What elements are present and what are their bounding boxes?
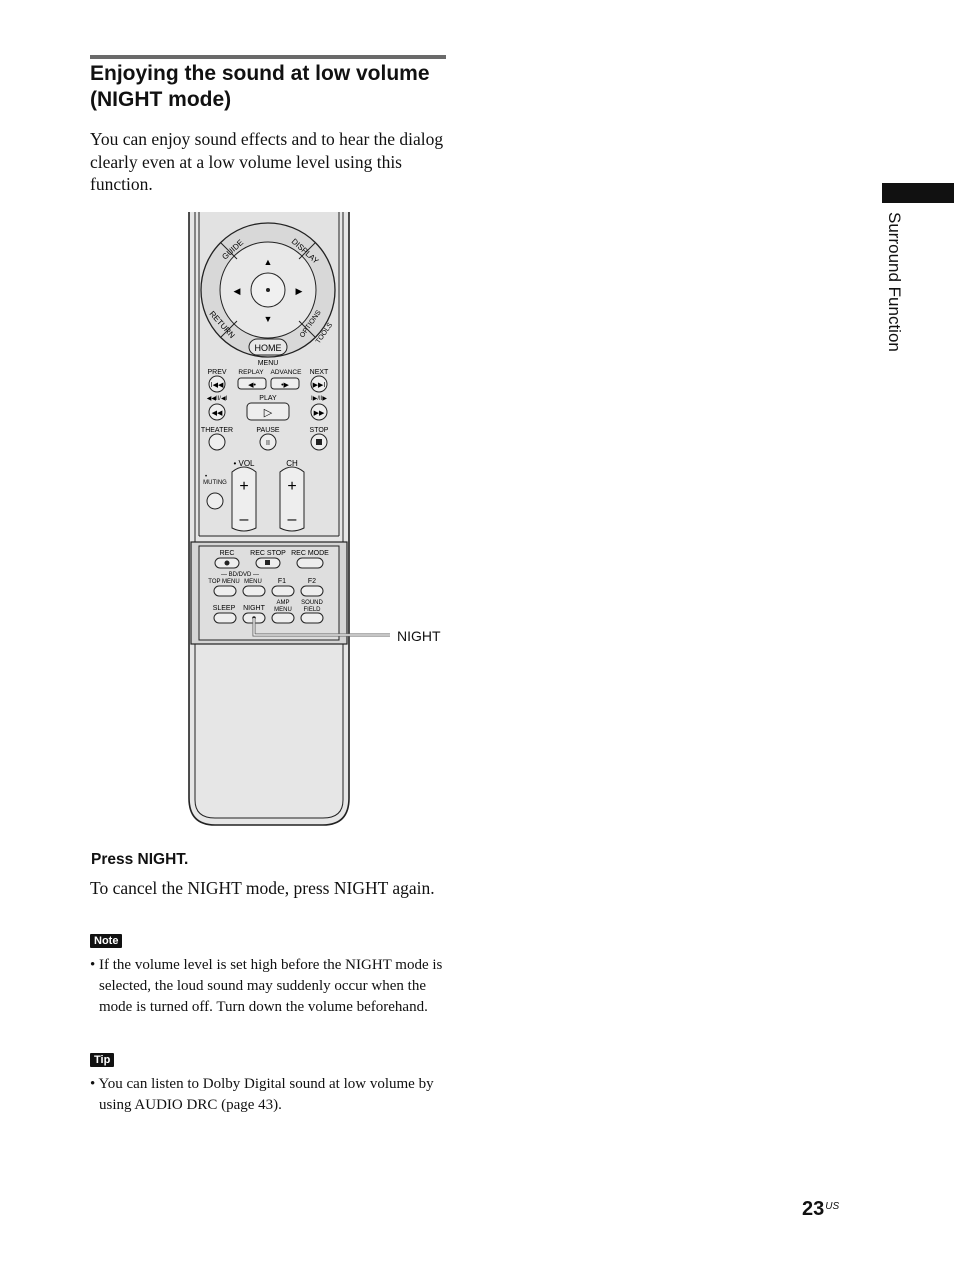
f2-button [300, 585, 324, 597]
muting-button [206, 492, 224, 510]
pause-button [259, 433, 277, 451]
svg-text:I▶/II▶: I▶/II▶ [311, 396, 327, 402]
svg-text:–: – [288, 511, 297, 528]
svg-text:•▶: •▶ [281, 382, 289, 389]
right-arrow-icon: ▶ [296, 286, 303, 296]
page-number-value: 23 [802, 1198, 825, 1220]
svg-text:•: • [205, 474, 207, 480]
svg-text:REC: REC [220, 550, 235, 557]
svg-text:REPLAY: REPLAY [238, 369, 264, 376]
left-arrow-icon: ◀ [234, 286, 241, 296]
replay-button [237, 377, 267, 390]
svg-text:▷: ▷ [264, 407, 273, 419]
side-tab: Surround Function [878, 212, 918, 412]
menu-label: MENU [258, 360, 279, 367]
sound-field-button [300, 612, 324, 624]
svg-text:STOP: STOP [310, 427, 329, 434]
theater-button [208, 433, 226, 451]
home-button [248, 338, 288, 356]
svg-text:NEXT: NEXT [310, 369, 329, 376]
svg-text:NIGHT: NIGHT [243, 605, 266, 612]
svg-text:MUTING: MUTING [203, 480, 227, 486]
svg-text:PREV: PREV [207, 369, 226, 376]
svg-text:◀•: ◀• [248, 382, 256, 389]
channel-rocker [279, 466, 305, 532]
svg-text:◀◀II/◀I: ◀◀II/◀I [207, 396, 228, 402]
svg-text:PLAY: PLAY [259, 395, 277, 402]
side-tab-label: Surround Function [885, 212, 904, 352]
svg-text:SOUND: SOUND [301, 600, 323, 606]
tip-badge: Tip [90, 1053, 115, 1067]
svg-text:+: + [287, 478, 296, 495]
svg-text:PAUSE: PAUSE [256, 427, 280, 434]
volume-rocker [231, 466, 257, 532]
svg-text:▶▶I: ▶▶I [313, 382, 326, 389]
top-menu-button [213, 585, 237, 597]
page-number: 23US [802, 1198, 839, 1221]
svg-text:• VOL: • VOL [233, 459, 255, 468]
svg-text:FIELD: FIELD [303, 607, 321, 613]
sleep-button [213, 612, 237, 624]
intro-paragraph: You can enjoy sound effects and to hear … [90, 129, 444, 194]
next-button [310, 375, 328, 393]
svg-text:MENU: MENU [244, 579, 262, 585]
svg-text:◀◀: ◀◀ [212, 410, 223, 417]
svg-text:ADVANCE: ADVANCE [271, 369, 303, 376]
page-number-suffix: US [825, 1201, 840, 1212]
play-button [246, 402, 290, 421]
section-title: Enjoying the sound at low volume (NIGHT … [90, 62, 430, 111]
note-badge: Note [90, 934, 123, 948]
step-heading: Press NIGHT. [91, 851, 189, 868]
up-arrow-icon: ▲ [264, 257, 273, 267]
advance-button [270, 377, 300, 390]
down-arrow-icon: ▼ [264, 314, 273, 324]
svg-text:F2: F2 [308, 578, 316, 585]
prev-button [208, 375, 226, 393]
svg-text:–: – [240, 511, 249, 528]
svg-text:AMP: AMP [276, 600, 289, 606]
tip-text: • You can listen to Dolby Digital sound … [90, 1076, 434, 1113]
home-label: HOME [255, 343, 282, 353]
svg-text:REC MODE: REC MODE [291, 550, 329, 557]
svg-text:MENU: MENU [274, 607, 292, 613]
fast-forward-button [310, 403, 328, 421]
svg-text:REC STOP: REC STOP [250, 550, 286, 557]
svg-text:▶▶: ▶▶ [314, 410, 325, 417]
svg-text:THEATER: THEATER [201, 427, 233, 434]
rec-mode-button [296, 557, 324, 569]
night-callout-label: NIGHT [397, 628, 441, 644]
note-text: • If the volume level is set high before… [90, 957, 443, 1015]
svg-text:I◀◀: I◀◀ [211, 382, 224, 389]
amp-menu-button [271, 612, 295, 624]
svg-text:SLEEP: SLEEP [213, 605, 236, 612]
f1-button [271, 585, 295, 597]
side-tab-marker [882, 183, 954, 203]
step-body: To cancel the NIGHT mode, press NIGHT ag… [90, 878, 435, 898]
svg-text:CH: CH [286, 459, 298, 468]
svg-text:TOP MENU: TOP MENU [208, 579, 239, 585]
svg-text:+: + [239, 478, 248, 495]
menu-button [242, 585, 266, 597]
svg-text:— BD/DVD —: — BD/DVD — [221, 572, 259, 578]
section-rule [90, 55, 446, 59]
remote-illustration: ▲ ▼ ◀ ▶ GUIDE DISPLAY RETURN OPTIONS TOO… [188, 212, 390, 826]
svg-text:II: II [266, 440, 270, 447]
rewind-button [208, 403, 226, 421]
svg-text:F1: F1 [278, 578, 286, 585]
